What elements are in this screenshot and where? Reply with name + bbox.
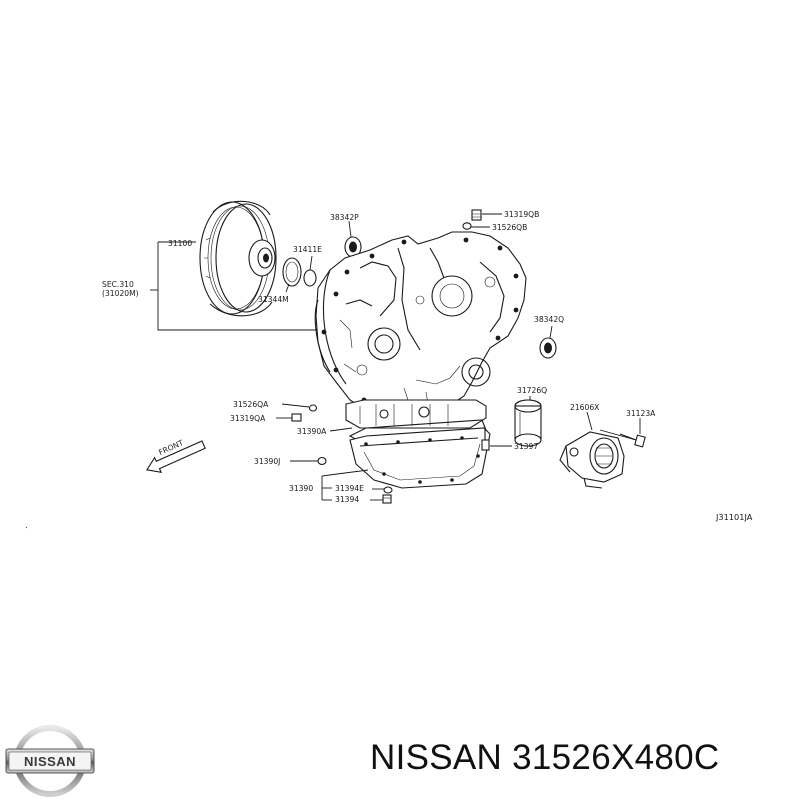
- front-direction-arrow: FRONT: [146, 438, 206, 473]
- figure-code: J31101JA: [715, 512, 753, 522]
- oil-seal-38342q: [539, 325, 557, 359]
- label-31123a: 31123A: [626, 409, 656, 418]
- gasket-31397-leader: [329, 427, 353, 432]
- plug-31319qa: [276, 413, 302, 422]
- o-ring-31526qa: [281, 403, 318, 412]
- label-31394: 31394: [335, 495, 359, 504]
- label-31526qa: 31526QA: [233, 400, 269, 409]
- label-31344m: 31344M: [258, 295, 289, 304]
- o-ring-31526qb: [462, 222, 490, 230]
- bolt-31123a: [599, 418, 646, 448]
- label-31319qb: 31319QB: [504, 210, 539, 219]
- oil-pan: [349, 427, 491, 489]
- label-31526qb: 31526QB: [492, 223, 527, 232]
- oil-seal-38342p: [344, 220, 362, 258]
- valve-body: [345, 399, 487, 429]
- plug-31390j: [290, 456, 327, 466]
- plug-31319qb: [471, 209, 502, 221]
- label-31390: 31390: [289, 484, 313, 493]
- oil-pan-31390-leader: [321, 469, 369, 501]
- torque-converter: [199, 200, 277, 317]
- label-31411e: 31411E: [293, 245, 322, 254]
- label-31390a: 31397: [514, 442, 538, 451]
- drain-plug-31394: [370, 494, 392, 504]
- gasket-31394e: [372, 486, 393, 494]
- transmission-case: [314, 231, 527, 415]
- label-sec-ref: (31020M): [102, 289, 139, 298]
- o-ring-31344m: [282, 257, 302, 293]
- bolt-31390a: [481, 428, 512, 451]
- oil-filter-31726q: [514, 396, 542, 447]
- nissan-logo: NISSAN: [5, 725, 95, 797]
- label-31319qa: 31319QA: [230, 414, 266, 423]
- logo-bar-inner: [8, 751, 92, 771]
- logo-text: NISSAN: [24, 754, 76, 769]
- label-31100: 31100: [168, 239, 192, 248]
- label-31390j: 31390J: [254, 457, 280, 466]
- oil-cooler-21606x: [559, 411, 625, 489]
- label-21606x: 21606X: [570, 403, 599, 412]
- torque-converter-leader: [150, 241, 318, 331]
- stray-mark: [25, 526, 28, 529]
- label-31726q: 31726Q: [517, 386, 547, 395]
- label-31394e: 31394E: [335, 484, 364, 493]
- label-38342p: 38342P: [330, 213, 359, 222]
- label-38342q: 38342Q: [534, 315, 564, 324]
- label-sec: SEC.310: [102, 280, 134, 289]
- part-caption: NISSAN 31526X480C: [370, 738, 720, 777]
- seal-ring-31411e: [303, 255, 317, 287]
- label-31397: 31390A: [297, 427, 327, 436]
